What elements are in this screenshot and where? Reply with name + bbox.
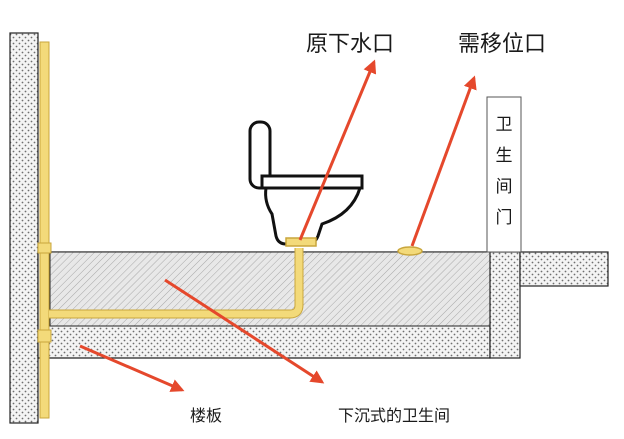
pipe-joint: [37, 242, 52, 254]
sunken-bathroom-label: 下沉式的卫生间: [338, 406, 451, 425]
original-drain-label: 原下水口: [306, 32, 395, 57]
right-wall: [489, 251, 521, 359]
outer-floor: [519, 251, 609, 287]
arrow-icon: [410, 75, 477, 247]
arrow-icon: [298, 59, 377, 241]
arrow-icon: [164, 278, 325, 384]
bathroom-door-label: 卫生间门: [495, 115, 513, 228]
pipe-joint: [37, 329, 52, 343]
left-wall: [9, 32, 39, 424]
floor-slab-label: 楼板: [190, 406, 223, 425]
drain-outlet-icon: [397, 246, 423, 256]
toilet-icon: [248, 120, 364, 247]
stack-pipe: [39, 41, 50, 419]
arrow-icon: [79, 344, 185, 392]
relocated-drain-label: 需移位口: [458, 32, 547, 57]
bathroom-door: [486, 96, 522, 253]
